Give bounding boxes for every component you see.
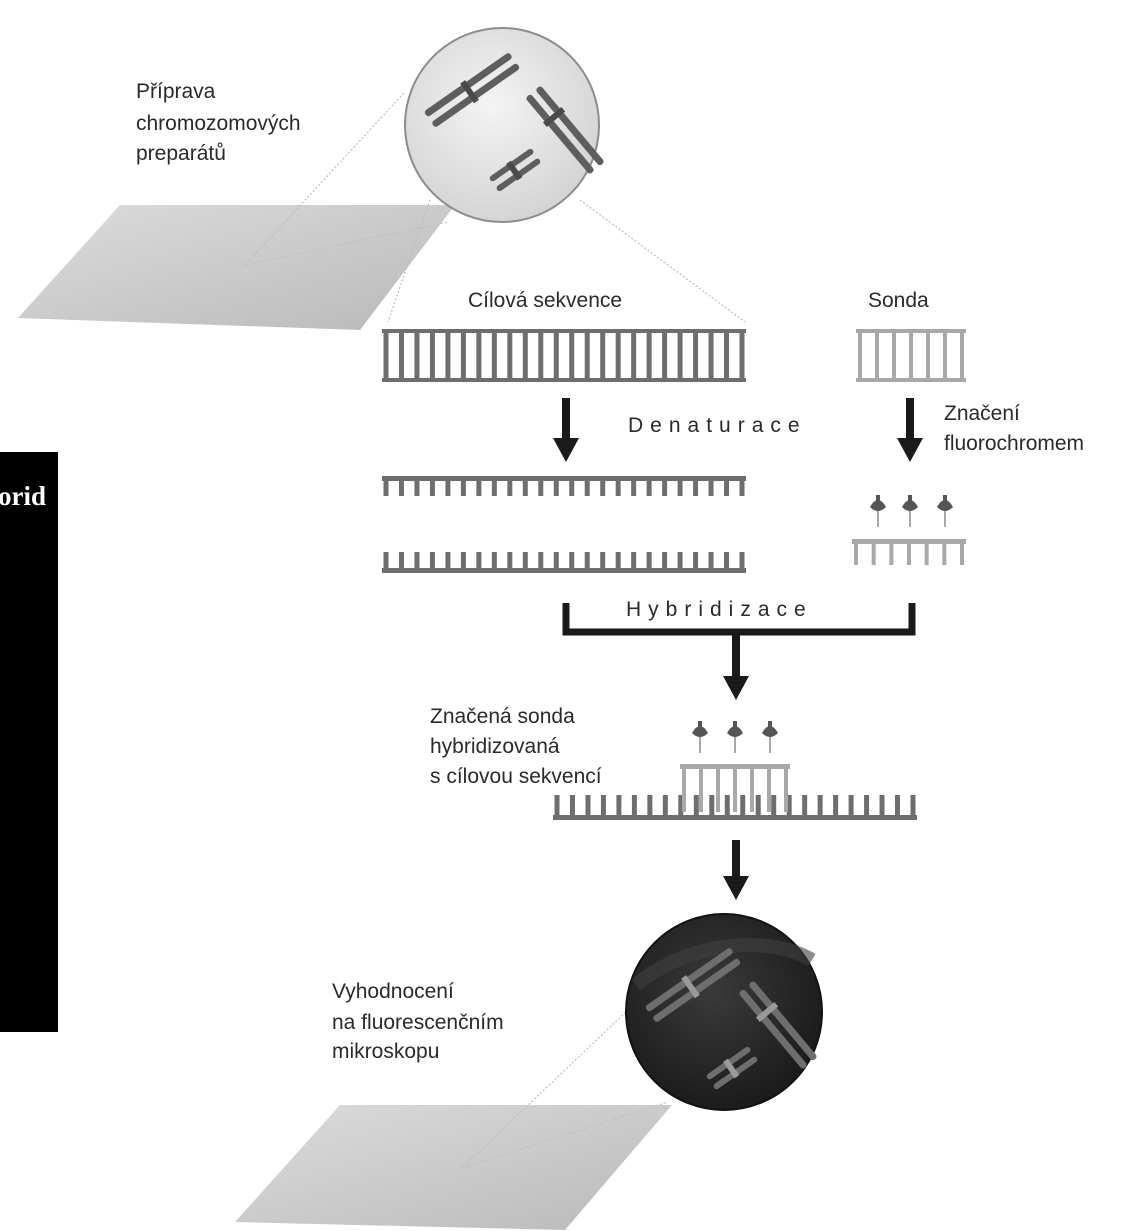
magnifier-lines-top (387, 199, 746, 323)
labeled-probe (852, 495, 966, 565)
svg-text:s cílovou sekvencí: s cílovou sekvencí (430, 765, 602, 788)
bottom-slide (235, 1009, 672, 1230)
target-double-strand (382, 329, 746, 382)
chromosome-icon (424, 53, 520, 127)
side-panel: orid (0, 452, 58, 1032)
hybridization-label: Hybridizace (626, 598, 813, 621)
labeling-label: Značení fluorochromem (944, 402, 1084, 455)
target-sequence-label: Cílová sekvence (468, 289, 622, 312)
lens-bottom (625, 913, 823, 1111)
hybridized-complex (553, 721, 917, 820)
svg-text:fluorochromem: fluorochromem (944, 432, 1084, 455)
side-panel-text: orid (0, 481, 46, 511)
svg-text:hybridizovaná: hybridizovaná (430, 735, 560, 758)
denaturation-label: Denaturace (628, 414, 807, 437)
evaluation-label: Vyhodnocení na fluorescenčním mikroskopu (332, 980, 504, 1063)
target-single-strand-top (382, 476, 746, 496)
chromosome-icon (645, 948, 741, 1022)
denaturation-arrow-left (553, 398, 579, 462)
svg-text:na fluorescenčním: na fluorescenčním (332, 1011, 504, 1034)
preparation-label: Příprava chromozomových preparátů (136, 80, 301, 165)
chromosome-icon (706, 1046, 758, 1090)
probe-label: Sonda (868, 289, 929, 312)
svg-text:mikroskopu: mikroskopu (332, 1040, 439, 1063)
chromosome-icon (739, 981, 817, 1069)
chromosome-icon (489, 148, 541, 192)
chromosome-icon (526, 86, 604, 174)
labeled-probe-label: Značená sonda hybridizovaná s cílovou se… (430, 705, 602, 788)
probe-double-strand (856, 329, 966, 382)
svg-text:Vyhodnocení: Vyhodnocení (332, 980, 454, 1003)
lens-top (404, 27, 604, 223)
hybridization-bracket (562, 603, 916, 700)
top-slide (18, 91, 455, 330)
svg-text:preparátů: preparátů (136, 142, 226, 165)
evaluation-arrow (723, 840, 749, 900)
svg-text:Značená sonda: Značená sonda (430, 705, 575, 728)
svg-text:Příprava: Příprava (136, 80, 216, 103)
svg-text:Značení: Značení (944, 402, 1020, 425)
labeling-arrow (897, 398, 923, 462)
svg-text:chromozomových: chromozomových (136, 112, 301, 135)
target-single-strand-bottom (382, 552, 746, 573)
